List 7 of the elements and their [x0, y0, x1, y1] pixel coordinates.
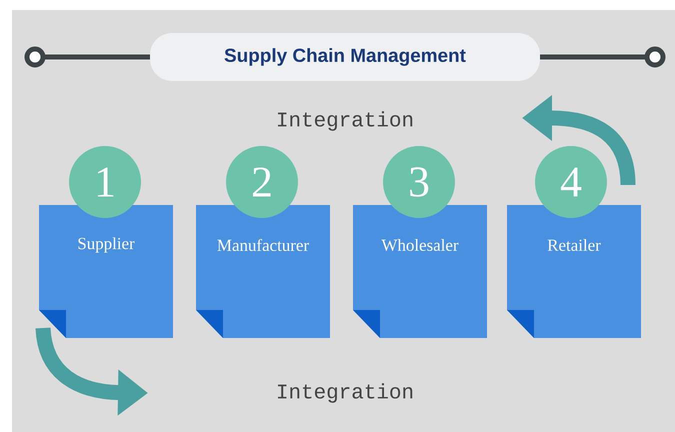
note-card: Wholesaler — [353, 205, 487, 338]
note-card: Supplier — [39, 205, 173, 338]
title-banner: Supply Chain Management — [150, 33, 540, 81]
section-label: Integration — [278, 383, 412, 403]
section-label: Integration — [278, 111, 412, 131]
note-card: Manufacturer — [196, 205, 330, 338]
note-card: Retailer — [507, 205, 641, 338]
